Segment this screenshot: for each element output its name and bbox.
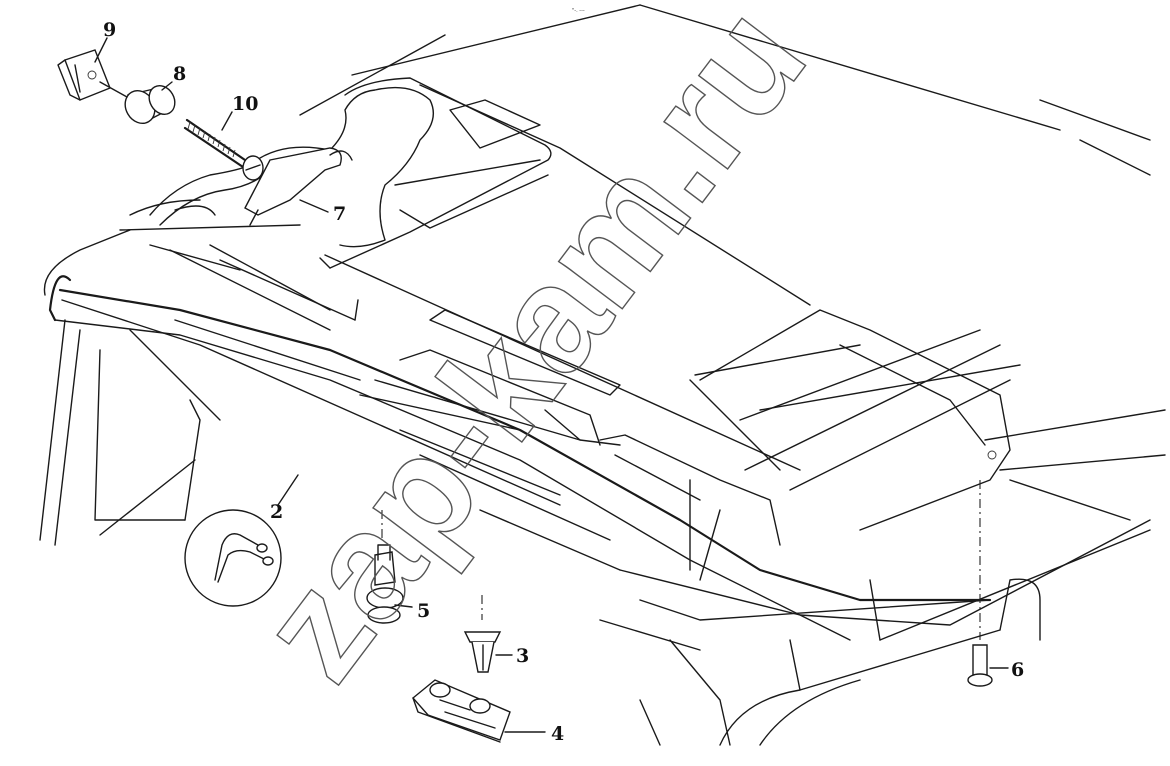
callout-10: 10 [232, 93, 258, 115]
watermark-text: zap-kam.ru [226, 0, 837, 709]
detail-magnifier [184, 509, 282, 607]
callout-7: 7 [333, 203, 346, 225]
callout-5: 5 [417, 600, 430, 622]
callout-labels: 9 8 10 7 2 5 3 4 6 [103, 19, 1024, 745]
top-mark: "-. --- [572, 8, 585, 14]
clip-part-9 [57, 49, 128, 101]
callout-4: 4 [551, 723, 564, 745]
plug-part-3 [463, 595, 513, 673]
callout-9: 9 [103, 19, 116, 41]
callout-2: 2 [270, 501, 283, 523]
leader-lines [94, 37, 329, 506]
wire-harness-part-7 [149, 86, 434, 248]
lamp-part-4 [411, 679, 546, 743]
callout-3: 3 [516, 645, 529, 667]
cab-roof-assembly [39, 4, 1166, 746]
callout-6: 6 [1011, 659, 1024, 681]
clip-part-5 [366, 510, 413, 624]
screw-part-10 [183, 118, 264, 181]
sleeve-part-8 [124, 84, 176, 125]
screw-part-6 [967, 480, 1009, 687]
callout-8: 8 [173, 63, 186, 85]
